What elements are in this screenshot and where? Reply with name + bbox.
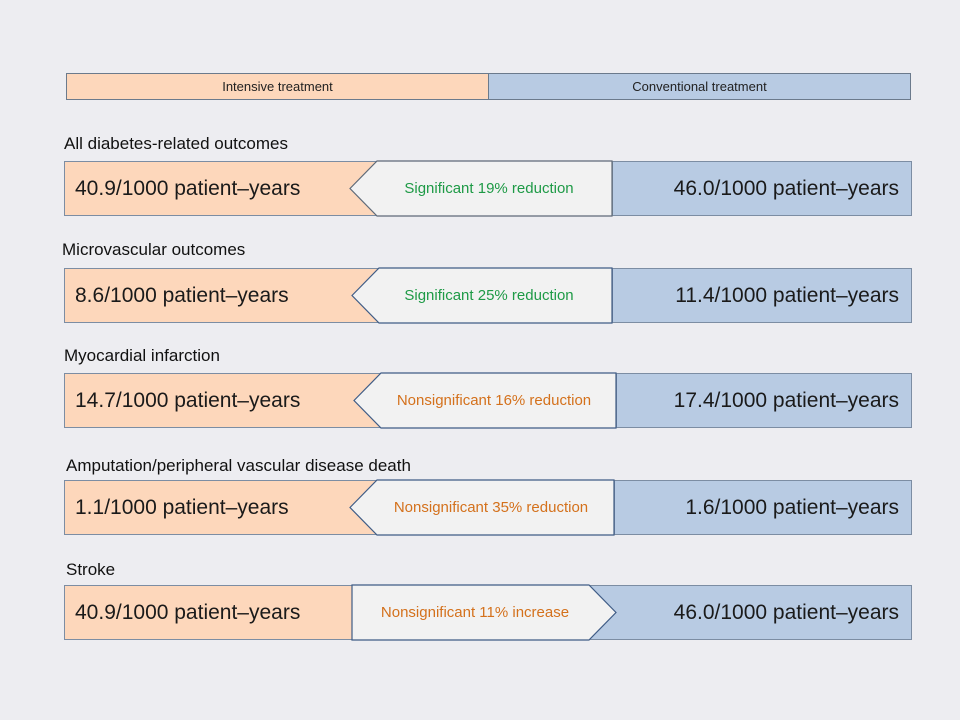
left-arrow-shape — [353, 372, 617, 429]
outcome-title-stroke: Stroke — [66, 560, 116, 579]
left-arrow-shape — [349, 160, 613, 217]
conventional-rate: 46.0/1000 patient–years — [612, 161, 912, 216]
outcome-title-amputation: Amputation/peripheral vascular disease d… — [66, 456, 411, 475]
effect-label: Nonsignificant 35% reduction — [393, 499, 589, 516]
conventional-rate: 1.6/1000 patient–years — [614, 480, 912, 535]
left-arrow-shape — [351, 267, 613, 324]
effect-label: Significant 19% reduction — [404, 180, 574, 197]
right-arrow-shape — [351, 584, 617, 641]
outcome-row-amputation: 1.1/1000 patient–years 1.6/1000 patient–… — [64, 479, 912, 536]
outcome-row-microvascular: 8.6/1000 patient–years 11.4/1000 patient… — [64, 267, 912, 324]
outcome-title-myocardial: Myocardial infarction — [64, 346, 220, 365]
left-arrow-shape — [349, 479, 615, 536]
conventional-rate: 11.4/1000 patient–years — [612, 268, 912, 323]
outcome-row-all-diabetes: 40.9/1000 patient–years 46.0/1000 patien… — [64, 160, 912, 217]
effect-label: Nonsignificant 11% increase — [380, 604, 570, 621]
treatment-legend: Intensive treatment Conventional treatme… — [66, 73, 911, 100]
legend-intensive: Intensive treatment — [67, 74, 489, 99]
outcome-row-stroke: 40.9/1000 patient–years 46.0/1000 patien… — [64, 584, 912, 641]
outcome-row-myocardial: 14.7/1000 patient–years 17.4/1000 patien… — [64, 372, 912, 429]
legend-conventional: Conventional treatment — [489, 74, 910, 99]
conventional-rate: 17.4/1000 patient–years — [616, 373, 912, 428]
conventional-rate: 46.0/1000 patient–years — [590, 585, 912, 640]
effect-label: Significant 25% reduction — [404, 287, 574, 304]
outcome-title-microvascular: Microvascular outcomes — [62, 240, 246, 259]
outcome-title-all-diabetes: All diabetes-related outcomes — [64, 134, 288, 153]
effect-label: Nonsignificant 16% reduction — [396, 392, 592, 409]
